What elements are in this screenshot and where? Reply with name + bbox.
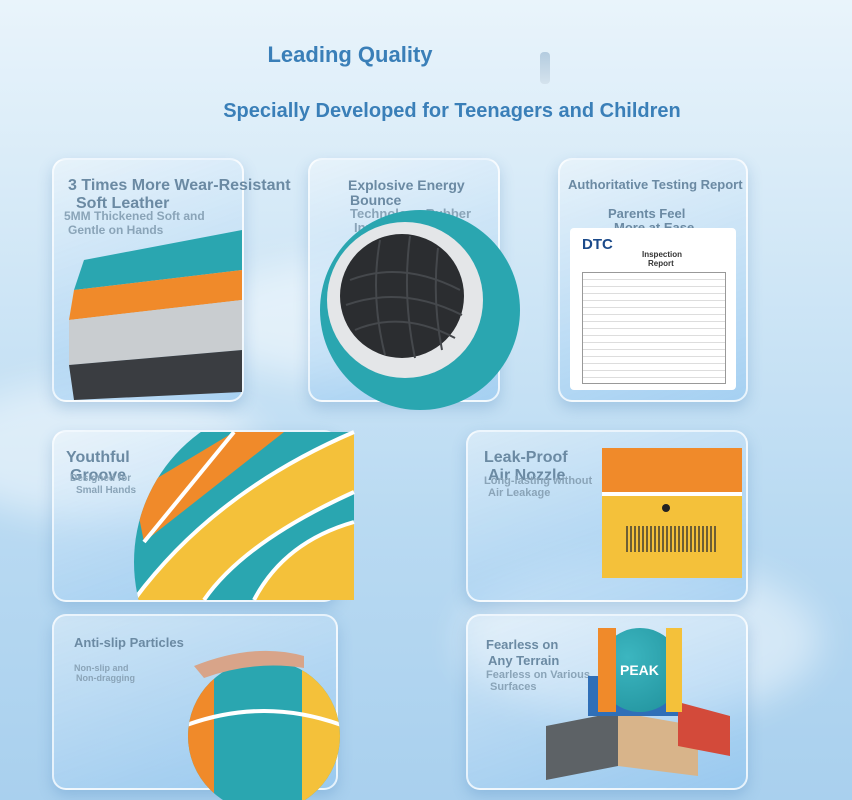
decor-icon xyxy=(540,52,550,84)
antislip-sub: Non-slip and xyxy=(74,663,129,673)
page-title: Leading Quality xyxy=(267,42,433,67)
report-brand: DTC xyxy=(582,236,613,253)
groove-sub-2: Small Hands xyxy=(76,485,137,496)
leather-layers-image xyxy=(69,230,242,400)
bounce-title-2: Bounce xyxy=(350,192,402,208)
leather-title: 3 Times More Wear-Resistant xyxy=(68,177,291,194)
nozzle-title: Leak-Proof xyxy=(484,449,568,466)
card-leather: 3 Times More Wear-Resistant Soft Leather… xyxy=(52,158,291,402)
inspection-report-document: DTC Inspection Report xyxy=(570,228,736,390)
nozzle-title-2: Air Nozzle xyxy=(488,467,566,484)
hand-on-ball-image xyxy=(188,650,340,800)
groove-title-2: Groove xyxy=(70,467,127,484)
groove-title: Youthful xyxy=(66,449,130,466)
terrain-title: Fearless on xyxy=(486,637,559,652)
card-antislip: Anti-slip Particles Non-slip and Non-dra… xyxy=(52,614,340,800)
nozzle-hole xyxy=(662,504,670,512)
terrain-sub: Fearless on Various xyxy=(486,669,590,681)
report-title: Authoritative Testing Report xyxy=(568,177,743,192)
terrain-ball: PEAK xyxy=(598,628,682,712)
card-report: Authoritative Testing Report Parents Fee… xyxy=(558,158,748,402)
ball-brand-label: PEAK xyxy=(620,662,659,678)
antislip-title: Anti-slip Particles xyxy=(74,635,184,650)
antislip-sub-2: Non-dragging xyxy=(76,673,135,683)
card-nozzle: Leak-Proof Air Nozzle Long-lasting witho… xyxy=(466,430,748,602)
report-doc-title-2: Report xyxy=(648,259,674,268)
leather-sub: 5MM Thickened Soft and xyxy=(64,209,205,223)
card-groove: Youthful Groove Designed for Small Hands xyxy=(52,430,355,602)
basketball-groove-image xyxy=(134,430,355,602)
report-sub: Parents Feel xyxy=(608,206,686,221)
nozzle-sub-2: Air Leakage xyxy=(488,487,551,499)
nozzle-image xyxy=(602,448,742,578)
page-subtitle: Specially Developed for Teenagers and Ch… xyxy=(223,100,681,122)
nozzle-sub: Long-lasting without xyxy=(484,475,593,487)
card-terrain: Fearless on Any Terrain Fearless on Vari… xyxy=(466,614,748,790)
barcode-label xyxy=(626,526,716,552)
leather-sub-2: Gentle on Hands xyxy=(68,223,164,237)
report-doc-title: Inspection xyxy=(642,250,683,259)
groove-sub: Designed for xyxy=(70,473,132,484)
terrain-sub-2: Surfaces xyxy=(490,681,537,693)
report-table xyxy=(582,272,726,384)
terrain-blocks-image xyxy=(546,676,730,780)
terrain-title-2: Any Terrain xyxy=(488,653,560,668)
leather-title-2: Soft Leather xyxy=(76,195,170,212)
bladder-image xyxy=(320,210,520,410)
bounce-title: Explosive Energy xyxy=(348,177,465,193)
card-bounce: Explosive Energy Bounce Technology Rubbe… xyxy=(308,158,520,410)
